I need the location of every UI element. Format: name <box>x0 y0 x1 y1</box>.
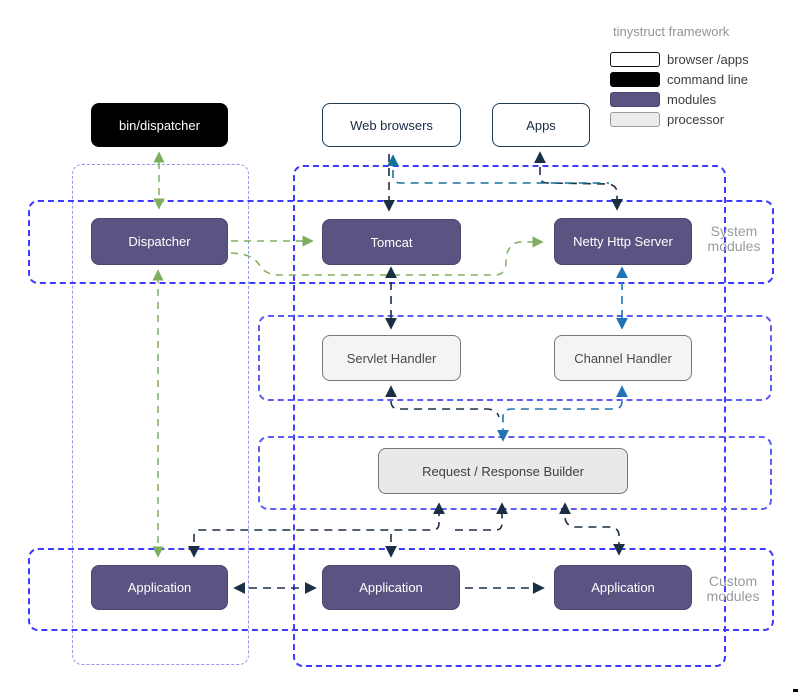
request-response-builder-node: Request / Response Builder <box>378 448 628 494</box>
application-right-node: Application <box>554 565 692 610</box>
apps-node: Apps <box>492 103 590 147</box>
legend-item-command-line: command line <box>610 69 790 89</box>
legend-item-modules: modules <box>610 89 790 109</box>
netty-http-server-node: Netty Http Server <box>554 218 692 265</box>
legend-title: tinystruct framework <box>613 24 730 39</box>
command-line-swatch <box>610 71 660 87</box>
legend: tinystruct framework browser /apps comma… <box>610 24 790 129</box>
system-modules-label: System modules <box>707 223 761 254</box>
custom-modules-label: Custom modules <box>706 573 760 604</box>
bin-dispatcher-node: bin/dispatcher <box>91 103 228 147</box>
application-left-node: Application <box>91 565 228 610</box>
processor-swatch <box>610 111 660 127</box>
dispatcher-node: Dispatcher <box>91 218 228 265</box>
tomcat-node: Tomcat <box>322 219 461 265</box>
browser-apps-swatch <box>610 51 660 67</box>
application-middle-node: Application <box>322 565 460 610</box>
channel-handler-node: Channel Handler <box>554 335 692 381</box>
web-browsers-node: Web browsers <box>322 103 461 147</box>
legend-item-browser-apps: browser /apps <box>610 49 790 69</box>
scroll-artifact-dot <box>793 689 798 692</box>
servlet-handler-node: Servlet Handler <box>322 335 461 381</box>
modules-swatch <box>610 91 660 107</box>
system-modules-group <box>28 200 774 284</box>
legend-item-processor: processor <box>610 109 790 129</box>
